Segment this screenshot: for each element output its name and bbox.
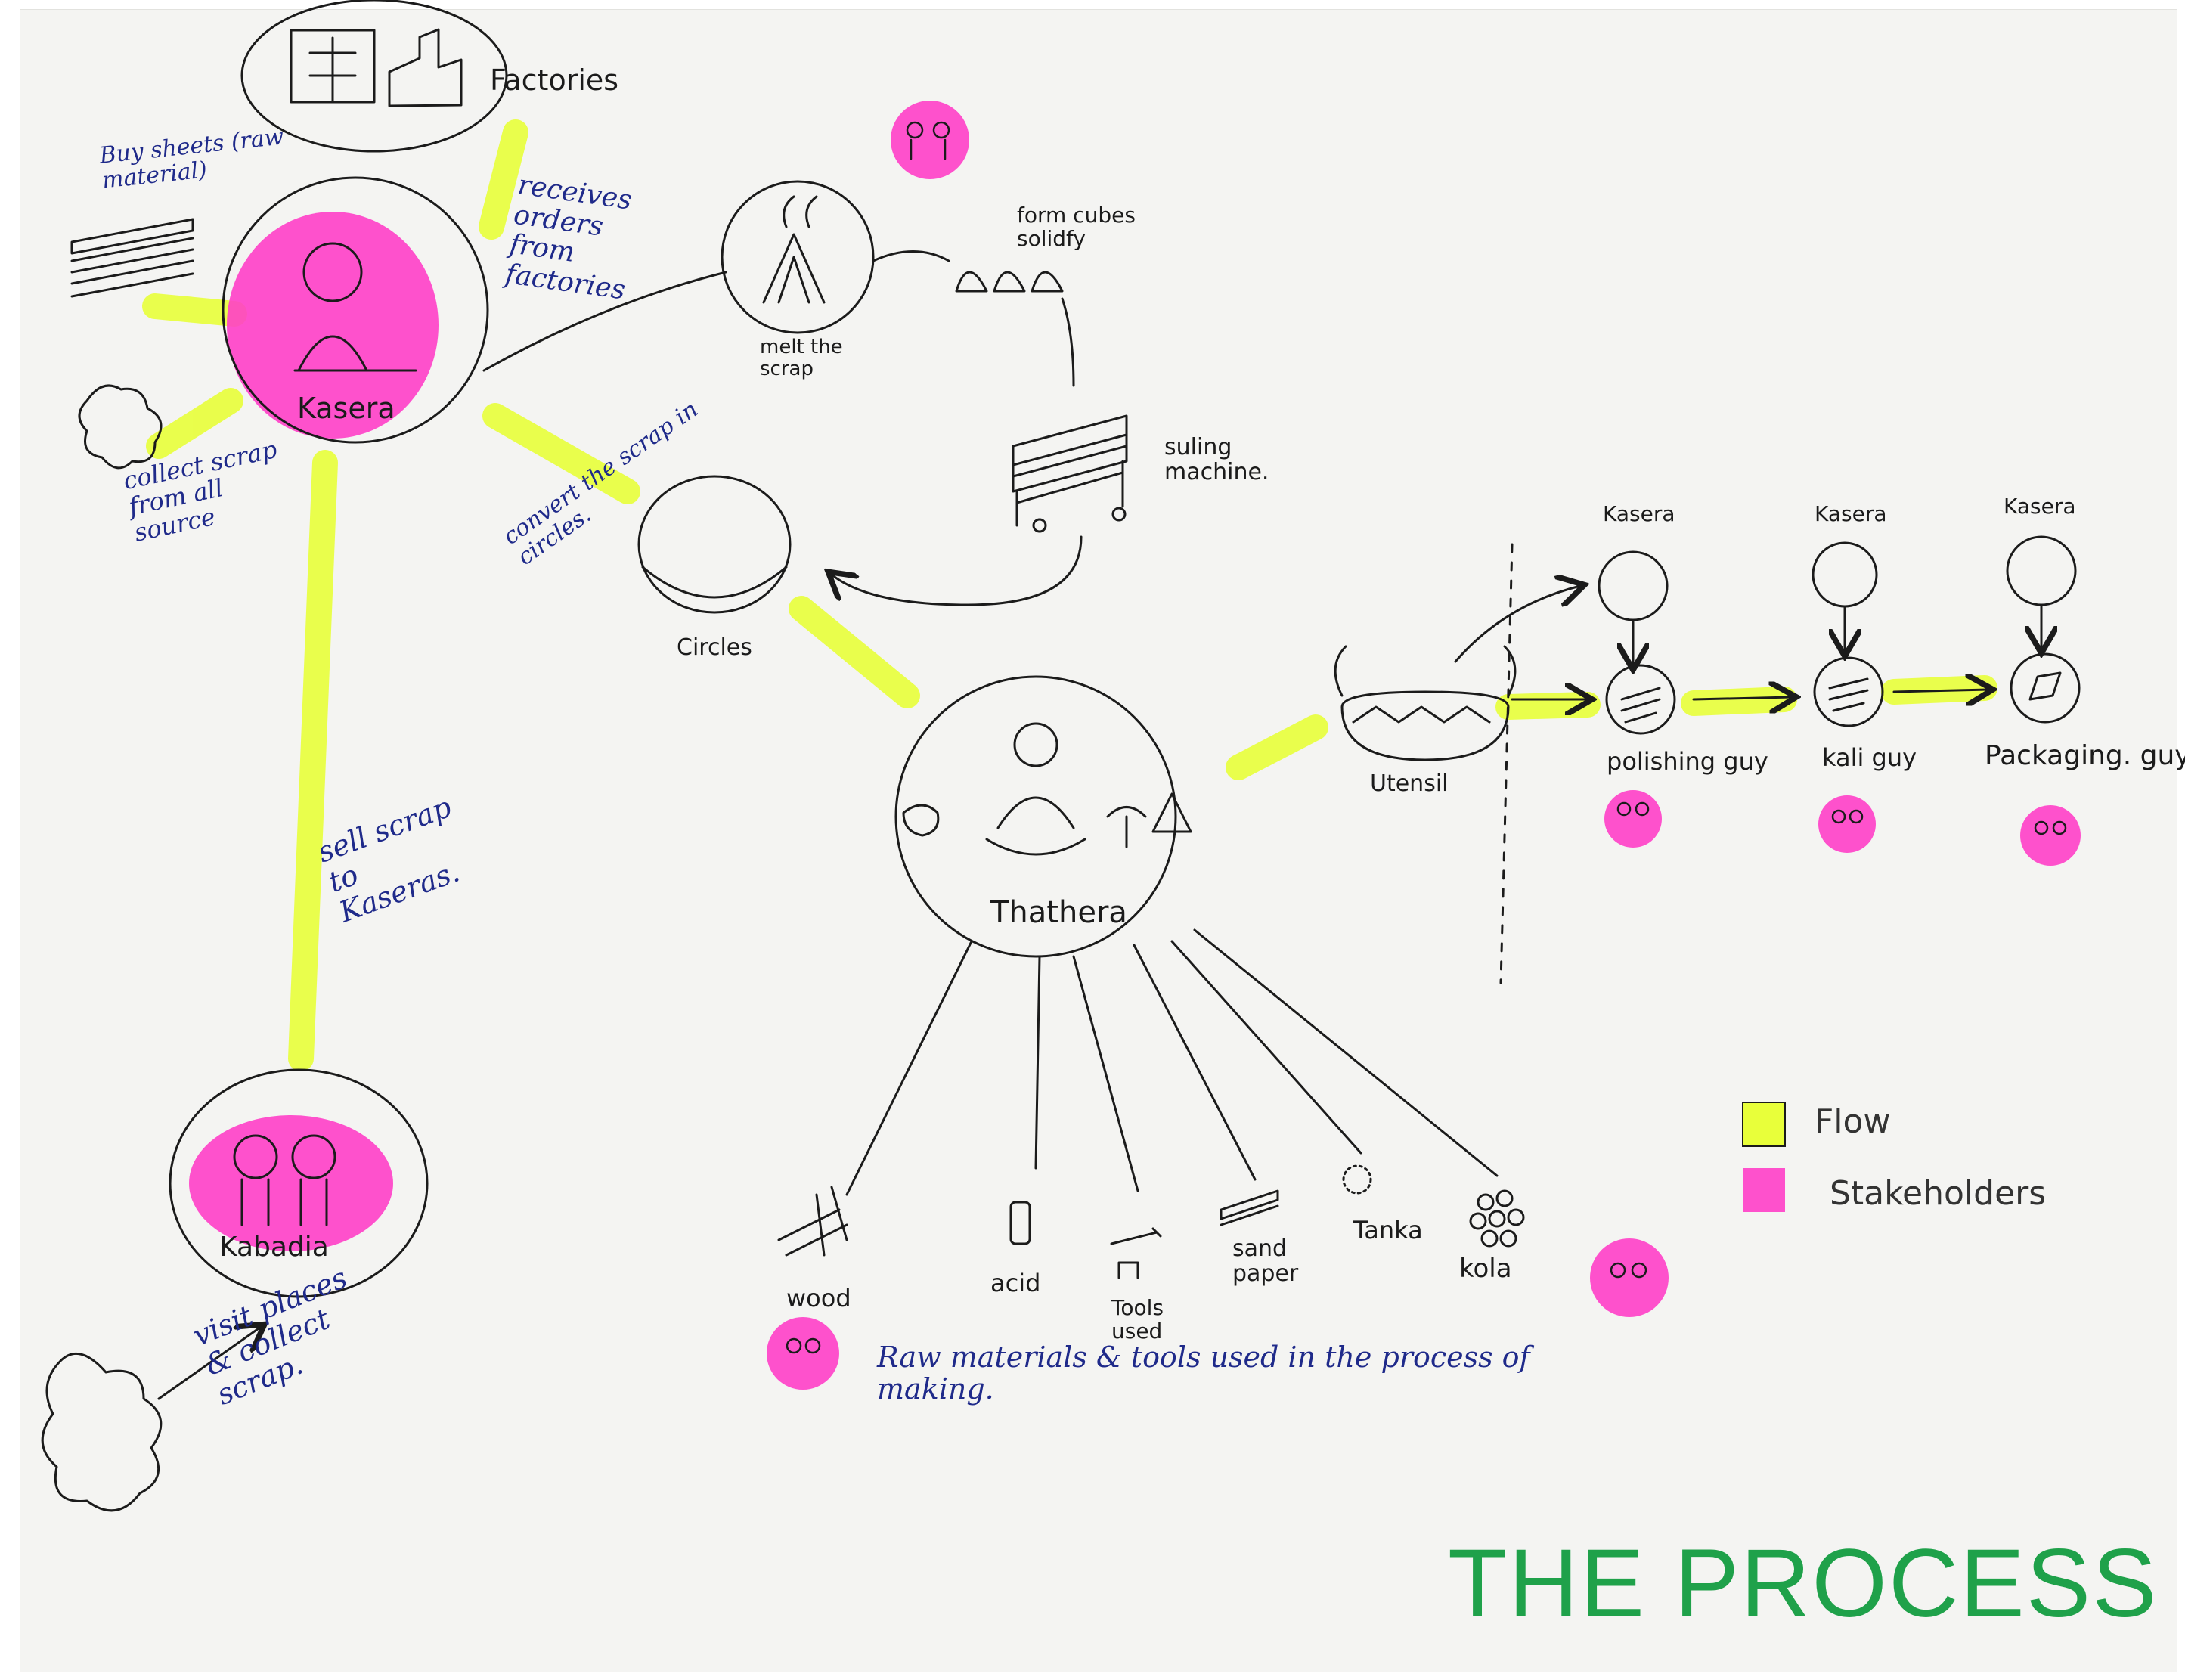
- thathera-node: [894, 675, 1177, 958]
- sand-paper-label: sand paper: [1232, 1235, 1299, 1287]
- tanka-icon: [1342, 1164, 1372, 1195]
- tanka-label: Tanka: [1353, 1216, 1423, 1245]
- thathera-person-icon: [1013, 722, 1058, 767]
- fire-small-icon: [1151, 792, 1192, 833]
- tools-icon: [1110, 1227, 1162, 1279]
- legend-flow-label: Flow: [1815, 1102, 1891, 1141]
- kabadia-label: Kabadia: [219, 1232, 329, 1263]
- kasera-small-node-3: [2006, 535, 2077, 606]
- scrap-icon: [78, 384, 163, 470]
- flow-factories-to-kasera: [479, 119, 528, 240]
- kasera-person-icon: [302, 242, 363, 302]
- divider-line: [1499, 543, 1514, 984]
- factories-label: Factories: [490, 64, 619, 97]
- suling-machine-label: suling machine.: [1164, 434, 1269, 485]
- polishing-label: polishing guy: [1607, 747, 1768, 776]
- ink-drawing: [41, 0, 2081, 1512]
- circles-node: [637, 475, 792, 614]
- kola-stakeholder-blob: [1590, 1238, 1669, 1317]
- legend-stakeholders-label: Stakeholders: [1830, 1174, 2047, 1213]
- kasera-small-label-2: Kasera: [1815, 501, 1887, 526]
- legend-stakeholders-swatch: [1743, 1168, 1785, 1212]
- factories-node: [240, 0, 508, 153]
- page-title: THE PROCESS: [1448, 1530, 2159, 1638]
- kasera-small-node-1: [1598, 550, 1669, 621]
- kali-node: [1813, 656, 1884, 727]
- melt-scrap-label: melt the scrap: [760, 336, 843, 380]
- form-cubes-label: form cubes solidfy: [1017, 203, 1136, 251]
- sheets-icon: [70, 218, 194, 298]
- top-stakeholder-blob: [891, 101, 969, 179]
- fire-icon: [762, 195, 826, 304]
- kabadia-node: [169, 1068, 429, 1298]
- cube-icon-1: [955, 271, 988, 293]
- kasera-small-label-3: Kasera: [2004, 494, 2076, 519]
- cube-icon-3: [1031, 271, 1064, 293]
- kasera-node: [222, 176, 489, 444]
- packaging-stakeholder-blob: [2020, 805, 2081, 866]
- kasera-small-label-1: Kasera: [1603, 501, 1675, 526]
- flow-sheets-to-kasera: [142, 293, 247, 327]
- kola-icon: [1469, 1189, 1525, 1248]
- flow-circles-to-thathera: [789, 596, 920, 708]
- stakeholder-icons: [786, 121, 2067, 1354]
- kasera-small-node-2: [1812, 541, 1878, 608]
- kabadia-stakeholder-blob: [189, 1115, 393, 1251]
- utensil-label: Utensil: [1370, 770, 1449, 797]
- packaging-label: Packaging. guy: [1985, 740, 2185, 771]
- kali-label: kali guy: [1822, 743, 1917, 772]
- raw-materials-annotation: Raw materials & tools used in the proces…: [877, 1341, 1530, 1406]
- flow-kabadia-to-kasera: [288, 450, 338, 1071]
- flow-utensil-to-polishing: [1495, 692, 1601, 720]
- circles-label: Circles: [677, 634, 752, 661]
- legend-flow-swatch: [1742, 1102, 1786, 1147]
- receives-orders-annotation: receives orders from factories: [503, 169, 634, 306]
- pot-small-icon: [902, 804, 940, 837]
- wood-stakeholder-blob: [767, 1317, 839, 1390]
- anvil-icon: [1106, 806, 1147, 848]
- kasera-stakeholder-blob: [227, 212, 439, 439]
- suling-machine-icon: [1012, 414, 1128, 533]
- utensil-icon: [1334, 645, 1517, 761]
- flow-thathera-to-utensil: [1226, 714, 1328, 780]
- kasera-label: Kasera: [297, 392, 395, 425]
- wood-label: wood: [786, 1284, 851, 1313]
- melt-scrap-node: [721, 180, 875, 334]
- flow-kasera-to-circles: [482, 403, 640, 504]
- polishing-stakeholder-blob: [1604, 790, 1662, 848]
- thathera-label: Thathera: [990, 895, 1127, 930]
- tools-used-label: Tools used: [1111, 1295, 1164, 1344]
- stakeholder-highlights: [189, 101, 2081, 1390]
- acid-icon: [1009, 1201, 1031, 1245]
- kola-label: kola: [1459, 1254, 1512, 1284]
- factory-icon: [388, 28, 463, 107]
- packaging-node: [2010, 652, 2081, 724]
- scrap-pile-icon: [41, 1353, 163, 1512]
- flow-scrap-to-kasera: [146, 388, 243, 459]
- sand-paper-icon: [1220, 1189, 1279, 1226]
- acid-label: acid: [990, 1269, 1041, 1297]
- kali-stakeholder-blob: [1818, 795, 1876, 853]
- polishing-node: [1605, 664, 1676, 735]
- wood-icon: [777, 1186, 848, 1257]
- cube-icon-2: [993, 271, 1026, 293]
